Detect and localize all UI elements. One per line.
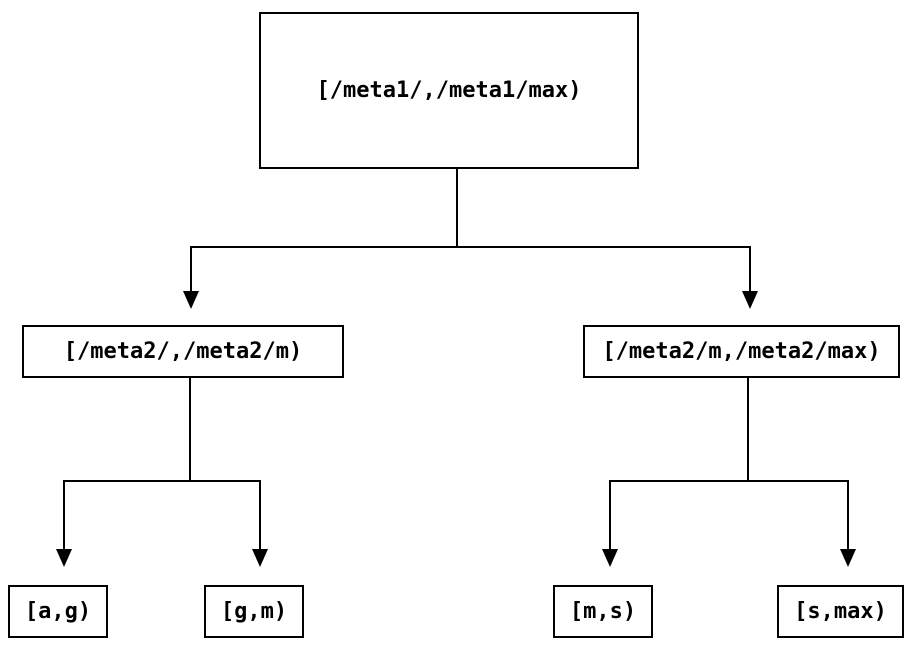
node-leaf-s-max: [s,max) [777,585,904,638]
arrowhead-down-icon [252,549,268,567]
node-leaf-m-s: [m,s) [553,585,653,638]
node-left-child: [/meta2/,/meta2/m) [22,325,344,378]
node-root: [/meta1/,/meta1/max) [259,12,639,169]
arrowhead-down-icon [602,549,618,567]
node-root-label: [/meta1/,/meta1/max) [316,78,582,103]
arrowhead-down-icon [742,291,758,309]
node-right-child: [/meta2/m,/meta2/max) [583,325,900,378]
arrowhead-down-icon [183,291,199,309]
node-leaf-g-m: [g,m) [204,585,304,638]
node-leaf-s-max-label: [s,max) [794,599,887,624]
arrowhead-down-icon [840,549,856,567]
arrowhead-down-icon [56,549,72,567]
node-leaf-a-g: [a,g) [8,585,108,638]
node-leaf-m-s-label: [m,s) [569,599,637,624]
node-leaf-a-g-label: [a,g) [24,599,92,624]
node-leaf-g-m-label: [g,m) [220,599,288,624]
node-left-child-label: [/meta2/,/meta2/m) [63,339,303,364]
node-right-child-label: [/meta2/m,/meta2/max) [602,339,881,364]
